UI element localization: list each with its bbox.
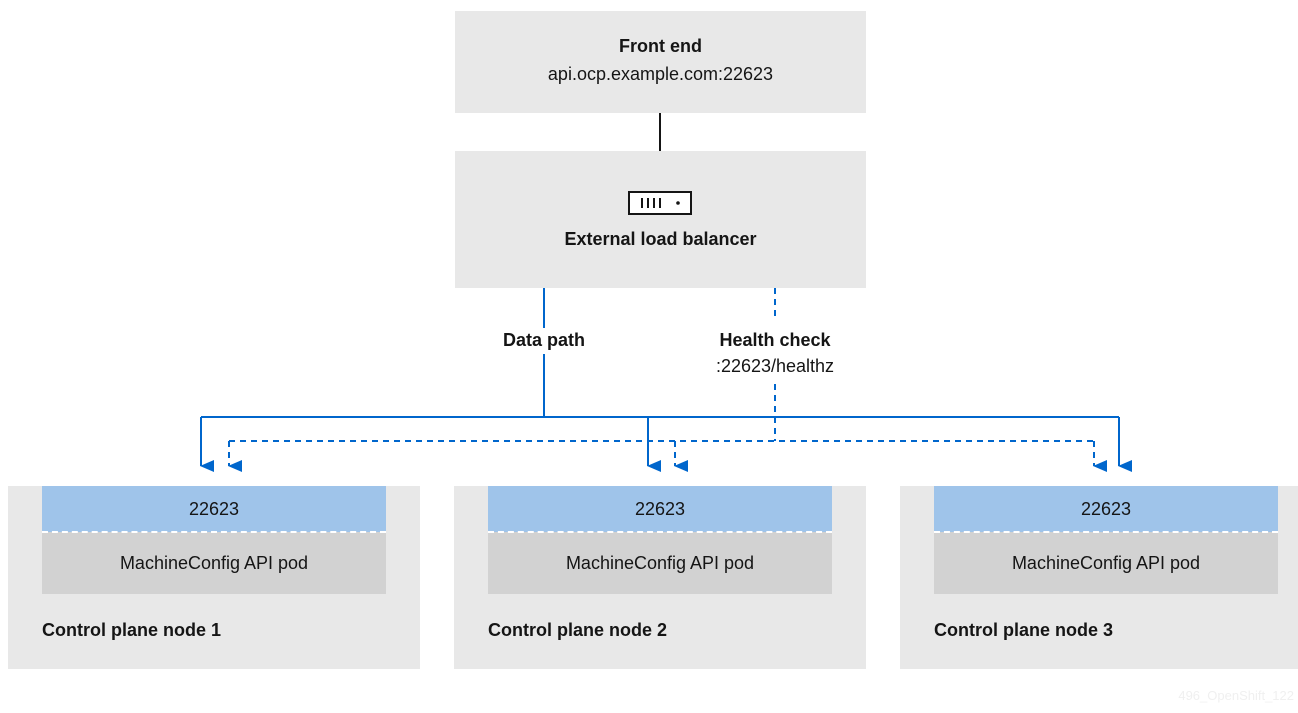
port-divider	[42, 531, 386, 533]
port-label: 22623	[488, 486, 832, 532]
pod-label: MachineConfig API pod	[934, 532, 1278, 594]
pod-label: MachineConfig API pod	[42, 532, 386, 594]
front-end-title: Front end	[619, 36, 702, 56]
port-label: 22623	[934, 486, 1278, 532]
port-divider	[488, 531, 832, 533]
port-label: 22623	[42, 486, 386, 532]
health-check-lines	[228, 288, 1107, 472]
data-path-label: Data path	[502, 330, 585, 350]
load-balancer-box: External load balancer	[455, 151, 866, 288]
server-rack-icon	[628, 191, 692, 215]
node-label: Control plane node 2	[488, 620, 668, 640]
control-plane-node-1: 22623 MachineConfig API pod Control plan…	[8, 486, 420, 669]
load-balancer-label: External load balancer	[564, 229, 757, 249]
node-label: Control plane node 3	[934, 620, 1114, 640]
node-label: Control plane node 1	[42, 620, 222, 640]
watermark: 496_OpenShift_122	[1178, 688, 1294, 703]
control-plane-node-2: 22623 MachineConfig API pod Control plan…	[454, 486, 866, 669]
port-divider	[934, 531, 1278, 533]
health-endpoint-label: :22623/healthz	[715, 356, 835, 376]
front-end-address: api.ocp.example.com:22623	[547, 64, 774, 84]
health-check-label: Health check	[719, 330, 831, 350]
front-end-box: Front end api.ocp.example.com:22623	[455, 11, 866, 113]
data-path-lines	[200, 288, 1132, 472]
pod-label: MachineConfig API pod	[488, 532, 832, 594]
control-plane-node-3: 22623 MachineConfig API pod Control plan…	[900, 486, 1298, 669]
